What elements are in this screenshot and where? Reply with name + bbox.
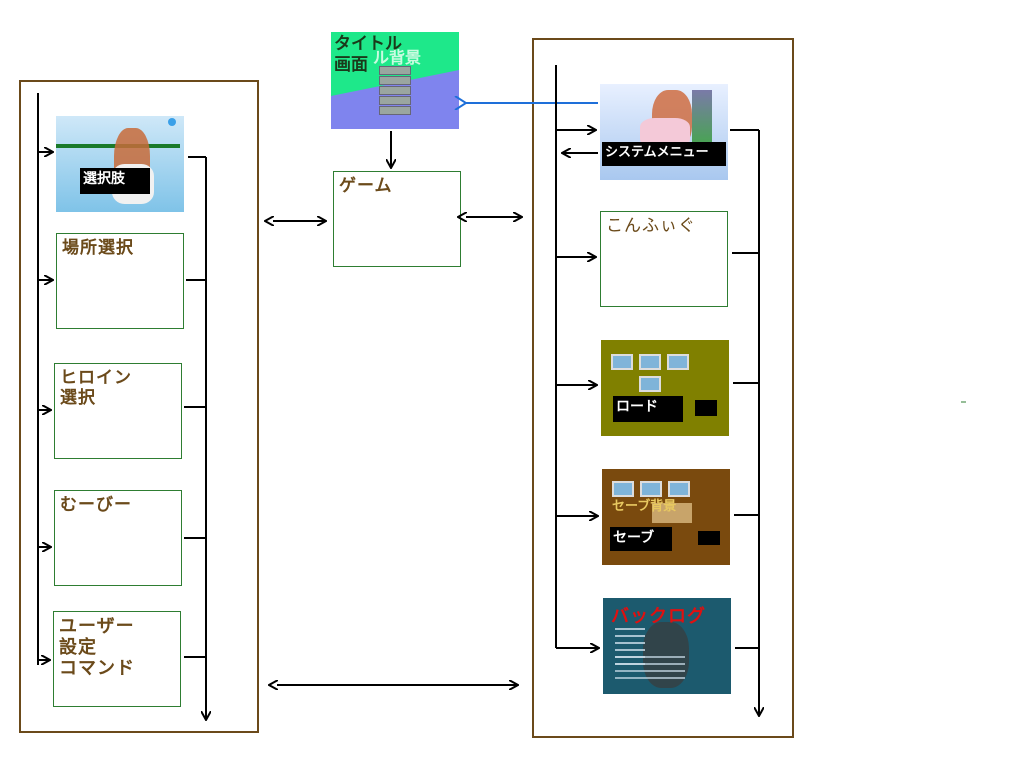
save-black-box: [698, 531, 720, 545]
title-menu-button-5: [379, 106, 411, 115]
game-box: ゲーム: [333, 171, 461, 267]
choices-thumbnail: 選択肢: [56, 116, 184, 212]
place-select-box: 場所選択: [56, 233, 184, 329]
save-slot-1: [612, 481, 634, 497]
choices-label: 選択肢: [80, 168, 150, 194]
system-menu-label: システムメニュー: [602, 142, 726, 166]
load-slot-2: [639, 354, 661, 370]
right-group-frame: [532, 38, 794, 738]
heroine-select-label: ヒロイン 選択: [60, 368, 132, 408]
save-slot-2: [640, 481, 662, 497]
choices-bubble: [168, 118, 176, 126]
save-label: セーブ: [610, 527, 672, 551]
title-menu-button-3: [379, 86, 411, 95]
movie-box: むーびー: [54, 490, 182, 586]
game-label: ゲーム: [339, 176, 393, 196]
save-bg-panel: [652, 503, 692, 523]
load-label: ロード: [613, 396, 683, 422]
backlog-text-lines-2: [615, 656, 685, 684]
title-screen-thumbnail: ル背景 タイトル 画面: [331, 32, 459, 129]
config-box: こんふぃぐ: [600, 211, 728, 307]
backlog-thumbnail: バックログ: [603, 598, 731, 694]
save-slot-3: [668, 481, 690, 497]
user-command-label: ユーザー 設定 コマンド: [59, 616, 135, 679]
load-black-box: [695, 400, 717, 416]
load-thumbnail: ロード: [601, 340, 729, 436]
config-label: こんふぃぐ: [606, 216, 696, 236]
title-menu-button-1: [379, 66, 411, 75]
heroine-select-box: ヒロイン 選択: [54, 363, 182, 459]
title-menu-button-2: [379, 76, 411, 85]
backlog-label: バックログ: [611, 606, 706, 627]
user-command-box: ユーザー 設定 コマンド: [53, 611, 181, 707]
title-screen-bg-label: ル背景: [373, 48, 422, 67]
system-menu-thumbnail: システムメニュー: [600, 84, 728, 180]
title-menu-button-4: [379, 96, 411, 105]
movie-label: むーびー: [60, 495, 132, 515]
load-slot-4: [639, 376, 661, 392]
load-slot-3: [667, 354, 689, 370]
save-bg-label: セーブ背景: [612, 499, 677, 514]
place-select-label: 場所選択: [62, 238, 134, 258]
left-group-frame: [19, 80, 259, 733]
load-slot-1: [611, 354, 633, 370]
title-screen-label: タイトル 画面: [334, 34, 402, 75]
save-thumbnail: セーブ背景 セーブ: [602, 469, 730, 565]
